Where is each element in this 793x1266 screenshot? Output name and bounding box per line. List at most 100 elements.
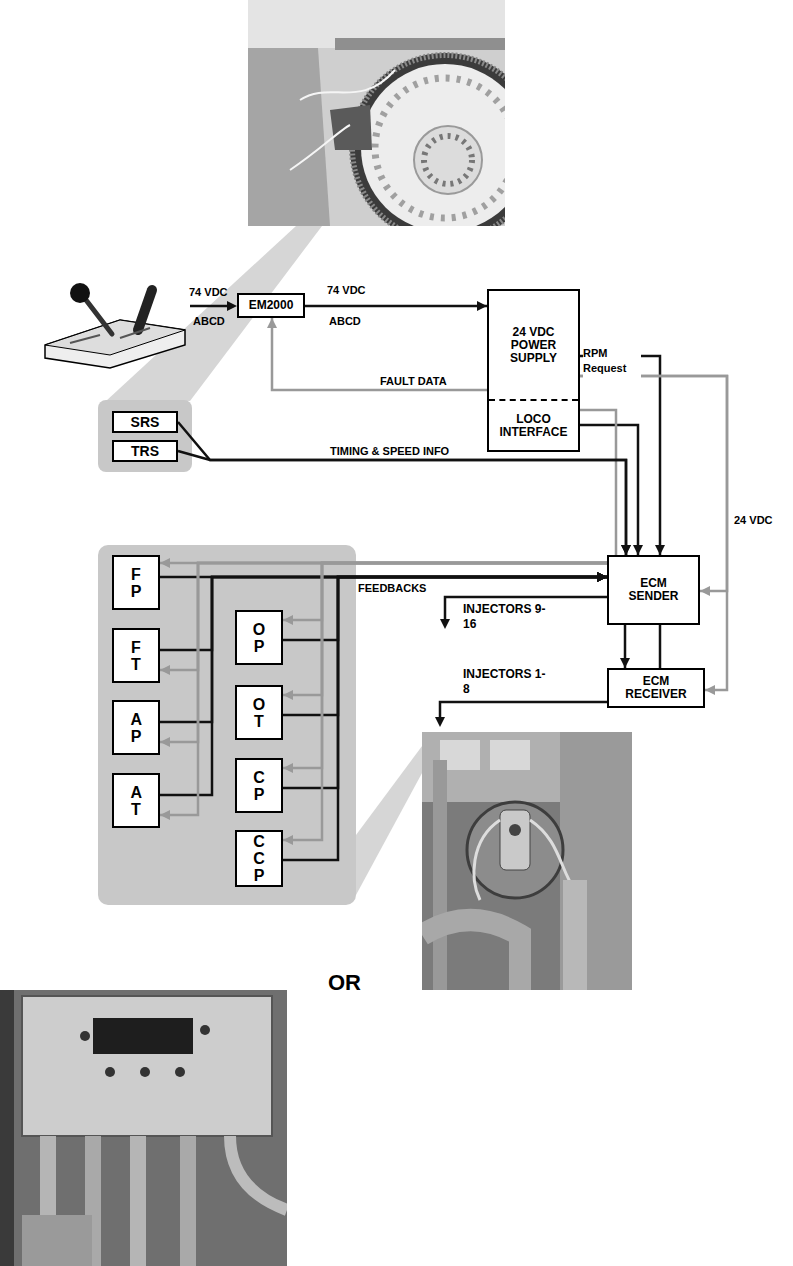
connector-line bbox=[283, 577, 607, 715]
illustration-part bbox=[530, 820, 575, 890]
illustration-part bbox=[474, 820, 500, 900]
signal-label: TIMING & SPEED INFO bbox=[330, 444, 449, 458]
connector-line bbox=[283, 577, 607, 640]
illustration-part bbox=[560, 732, 632, 990]
arrowhead bbox=[621, 545, 631, 555]
connector bbox=[580, 425, 643, 555]
arrowhead bbox=[705, 685, 715, 695]
connector bbox=[160, 572, 607, 722]
signal-label: 24 VDC bbox=[734, 513, 773, 527]
arrowhead bbox=[283, 690, 293, 700]
connector bbox=[178, 451, 631, 555]
arrowhead bbox=[267, 318, 277, 328]
arrowhead bbox=[597, 572, 607, 582]
connector-line bbox=[160, 563, 607, 742]
box-text: F P bbox=[131, 566, 142, 600]
signal-label: INJECTORS 9-16 bbox=[463, 602, 547, 632]
illustration-part bbox=[45, 320, 185, 355]
arrowhead bbox=[655, 545, 665, 555]
sensor-photo bbox=[422, 732, 632, 990]
connector bbox=[283, 572, 607, 640]
arrowhead bbox=[477, 301, 487, 311]
arrowhead bbox=[597, 572, 607, 582]
illustration-part bbox=[290, 125, 350, 170]
flywheel-photo bbox=[248, 0, 505, 226]
sensor-box: F T bbox=[112, 628, 160, 683]
sensor-box: O T bbox=[235, 685, 283, 740]
box-text: A P bbox=[131, 711, 142, 745]
connector-line bbox=[160, 577, 607, 795]
illustration-part bbox=[138, 290, 152, 330]
box-text: A T bbox=[131, 784, 142, 818]
sensor-box: F P bbox=[112, 555, 160, 610]
power-supply-box: 24 VDC POWER SUPPLY LOCO INTERFACE bbox=[487, 289, 580, 452]
box-text: ECM SENDER bbox=[622, 577, 686, 603]
illustration-part bbox=[0, 990, 14, 1266]
connector-line bbox=[160, 577, 607, 650]
sensor-panel bbox=[98, 545, 356, 905]
connector-line bbox=[580, 425, 638, 555]
signal-label: ABCD bbox=[193, 314, 225, 328]
callout-wedge bbox=[356, 738, 428, 895]
illustration-part bbox=[80, 1031, 90, 1041]
arrowhead bbox=[160, 558, 170, 568]
illustration-part bbox=[130, 1136, 146, 1266]
arrowhead bbox=[283, 615, 293, 625]
box-text: F T bbox=[131, 639, 141, 673]
arrowhead bbox=[597, 572, 607, 582]
junction-box-photo bbox=[0, 990, 287, 1266]
connector bbox=[580, 376, 727, 695]
illustration-part bbox=[440, 702, 607, 718]
box-text: LOCO INTERFACE bbox=[494, 413, 574, 439]
box-text: SRS bbox=[131, 415, 160, 430]
arrowhead bbox=[597, 572, 607, 582]
signal-label: FAULT DATA bbox=[380, 374, 447, 388]
illustration-part bbox=[45, 320, 185, 368]
arrowhead bbox=[160, 810, 170, 820]
illustration-part bbox=[414, 126, 482, 194]
illustration-part bbox=[175, 1067, 185, 1077]
connector-line bbox=[160, 577, 607, 722]
connector bbox=[283, 563, 607, 625]
box-text: C P bbox=[253, 769, 265, 803]
signal-label: INJECTORS 1-8 bbox=[463, 667, 547, 697]
connector-line bbox=[283, 563, 607, 620]
illustration-part bbox=[230, 1136, 287, 1210]
illustration-part bbox=[433, 760, 447, 990]
connector-line bbox=[305, 305, 487, 308]
arrowhead bbox=[283, 835, 293, 845]
illustration-part bbox=[0, 990, 287, 1266]
illustration-part bbox=[509, 824, 521, 836]
signal-label: FEEDBACKS bbox=[358, 581, 426, 595]
box-text: O T bbox=[253, 696, 265, 730]
connector bbox=[267, 318, 487, 390]
arrowhead bbox=[597, 572, 607, 582]
connector bbox=[283, 572, 607, 860]
connector-line bbox=[272, 318, 487, 390]
sensor-box: C P bbox=[235, 758, 283, 813]
ecm-box: ECM RECEIVER bbox=[607, 668, 705, 708]
illustration-part bbox=[422, 920, 520, 990]
callout-wedge bbox=[106, 226, 322, 401]
ecm-box: ECM SENDER bbox=[607, 555, 700, 625]
signal-label: RPM Request bbox=[583, 346, 641, 382]
illustration-part bbox=[563, 880, 587, 990]
connector bbox=[620, 625, 630, 668]
sensor-panel bbox=[98, 400, 192, 472]
illustration-part bbox=[440, 619, 450, 629]
connector bbox=[580, 410, 616, 555]
connector-line bbox=[580, 356, 660, 555]
connector bbox=[160, 572, 607, 795]
illustration-part bbox=[422, 732, 632, 990]
illustration-part bbox=[335, 38, 505, 50]
arrowhead bbox=[620, 658, 630, 668]
signal-label: ABCD bbox=[329, 314, 361, 328]
arrowhead bbox=[283, 763, 293, 773]
connector-line bbox=[283, 563, 607, 840]
arrowhead bbox=[633, 545, 643, 555]
sensor-box: C C P bbox=[235, 830, 283, 887]
illustration-part bbox=[105, 1067, 115, 1077]
illustration-part bbox=[361, 64, 505, 226]
box-section: 24 VDC POWER SUPPLY bbox=[489, 291, 578, 399]
